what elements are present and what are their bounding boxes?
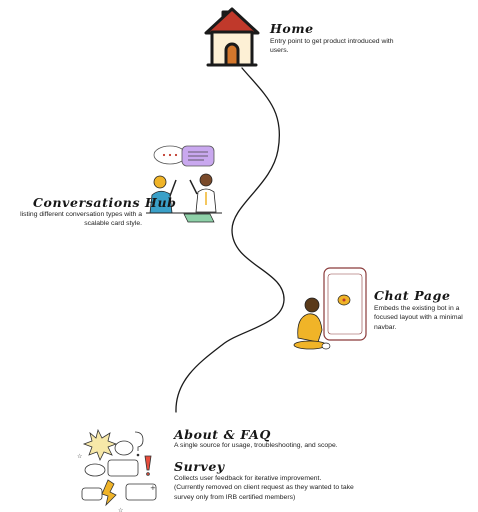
survey-desc-line3: survey only from IRB certified members) [174, 493, 296, 501]
conversations-desc-line1: listing different conversation types wit… [20, 211, 142, 218]
home-desc-line1: Entry point to get product introduced wi… [270, 38, 394, 45]
about-faq-description: A single source for usage, troubleshooti… [174, 441, 434, 450]
survey-desc-line2: (Currently removed on client request as … [174, 484, 354, 492]
home-desc-line2: users. [270, 47, 289, 55]
chat-page-description: Embeds the existing bot in a focused lay… [374, 304, 474, 332]
home-description: Entry point to get product introduced wi… [270, 37, 420, 56]
conversations-desc-line2: scalable card style. [84, 220, 142, 228]
chat-desc-line2: focused layout with a minimal [374, 314, 463, 322]
survey-description: Collects user feedback for iterative imp… [174, 474, 434, 502]
chat-desc-line3: navbar. [374, 323, 397, 331]
home-title: Home [270, 21, 314, 36]
conversations-hub-title: Conversations Hub [33, 195, 177, 210]
survey-desc-line1: Collects user feedback for iterative imp… [174, 475, 322, 482]
chat-desc-line1: Embeds the existing bot in a [374, 305, 460, 312]
chat-page-title: Chat Page [374, 288, 451, 303]
about-faq-title: About & FAQ [174, 427, 271, 442]
survey-title: Survey [174, 459, 225, 474]
conversations-hub-description: listing different conversation types wit… [14, 210, 142, 229]
about-desc-line1: A single source for usage, troubleshooti… [174, 442, 338, 449]
